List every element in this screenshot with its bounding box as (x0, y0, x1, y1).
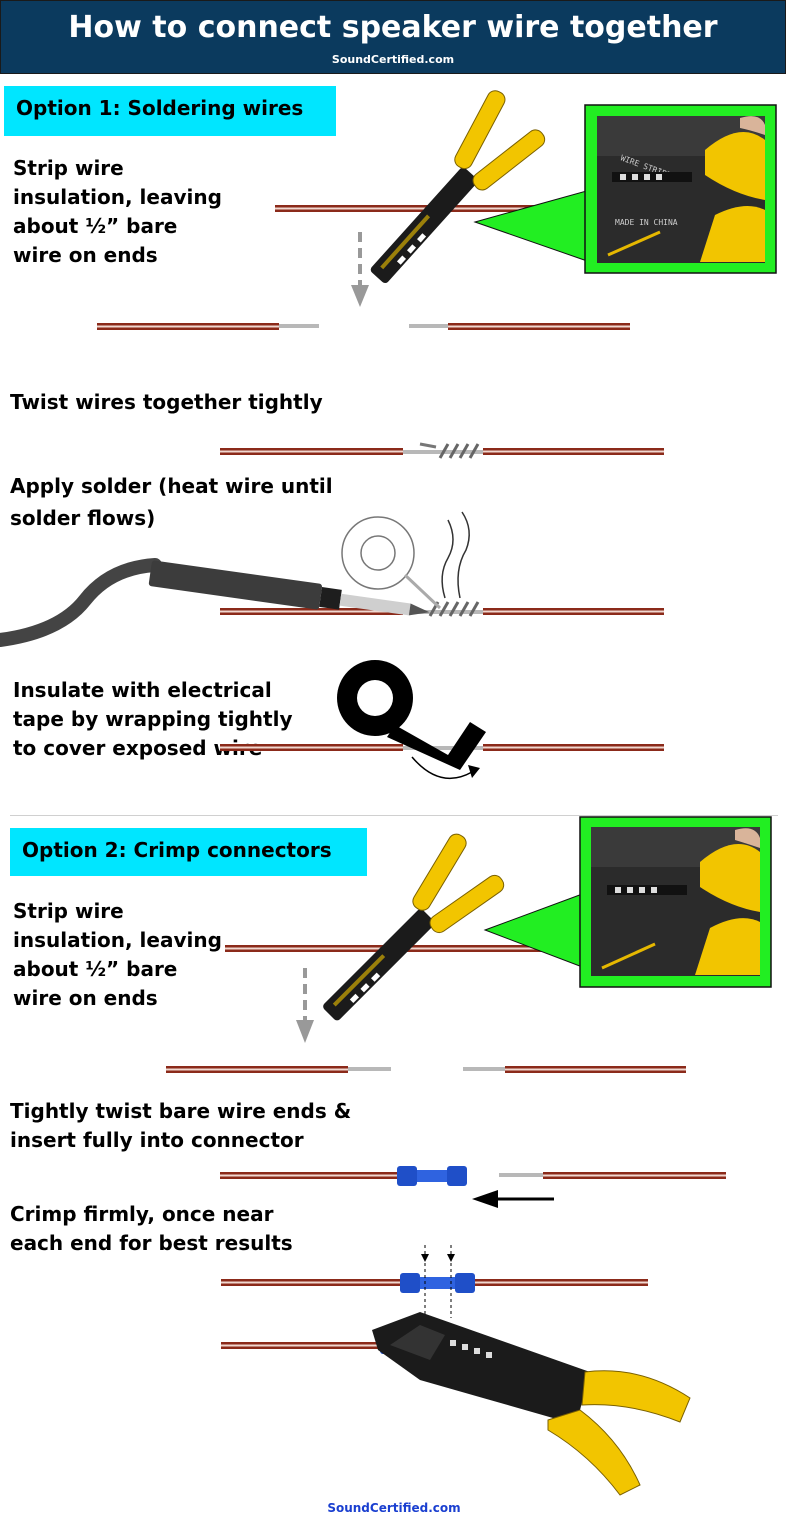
option2-step-crimp: Crimp firmly, once near each end for bes… (10, 1202, 293, 1255)
wire-stripper-icon-2 (323, 833, 505, 1021)
section-divider (10, 815, 778, 816)
header-subtitle: SoundCertified.com (331, 53, 455, 66)
wire-uncut-1 (275, 205, 543, 212)
option-2-label: Option 2: Crimp connectors (10, 828, 367, 876)
wire-stripper-icon (370, 90, 546, 284)
crimping-tool-icon (372, 1312, 691, 1496)
option1-step-strip: Strip wire insulation, leaving about ½” … (13, 156, 222, 267)
option1-step-twist: Twist wires together tightly (10, 390, 323, 414)
page-title: How to connect speaker wire together (68, 10, 718, 45)
crimp-connector-icon (397, 1166, 417, 1186)
twisted-wires-1 (220, 442, 664, 459)
option-1-label: Option 1: Soldering wires (4, 86, 336, 136)
stripper-zoom-photo-1: WIRE STRIPPER MADE IN CHINA (584, 104, 777, 274)
tape-scene (220, 660, 664, 780)
soldering-scene (0, 511, 664, 647)
option2-step-strip: Strip wire insulation, leaving about ½” … (13, 899, 222, 1010)
stripper-zoom-photo-2 (579, 816, 772, 988)
option2-step-twist-insert: Tightly twist bare wire ends & insert fu… (10, 1099, 352, 1152)
smoke-icon (441, 519, 454, 599)
stripper-origin-text: MADE IN CHINA (615, 218, 678, 227)
option1-step-solder: Apply solder (heat wire until solder flo… (10, 474, 333, 530)
soldering-iron-icon (148, 560, 430, 616)
header-banner: How to connect speaker wire together Sou… (0, 0, 786, 74)
footer-watermark: SoundCertified.com (327, 1501, 461, 1515)
connector-insert-scene (220, 1166, 726, 1208)
crimp-scene (221, 1245, 691, 1496)
